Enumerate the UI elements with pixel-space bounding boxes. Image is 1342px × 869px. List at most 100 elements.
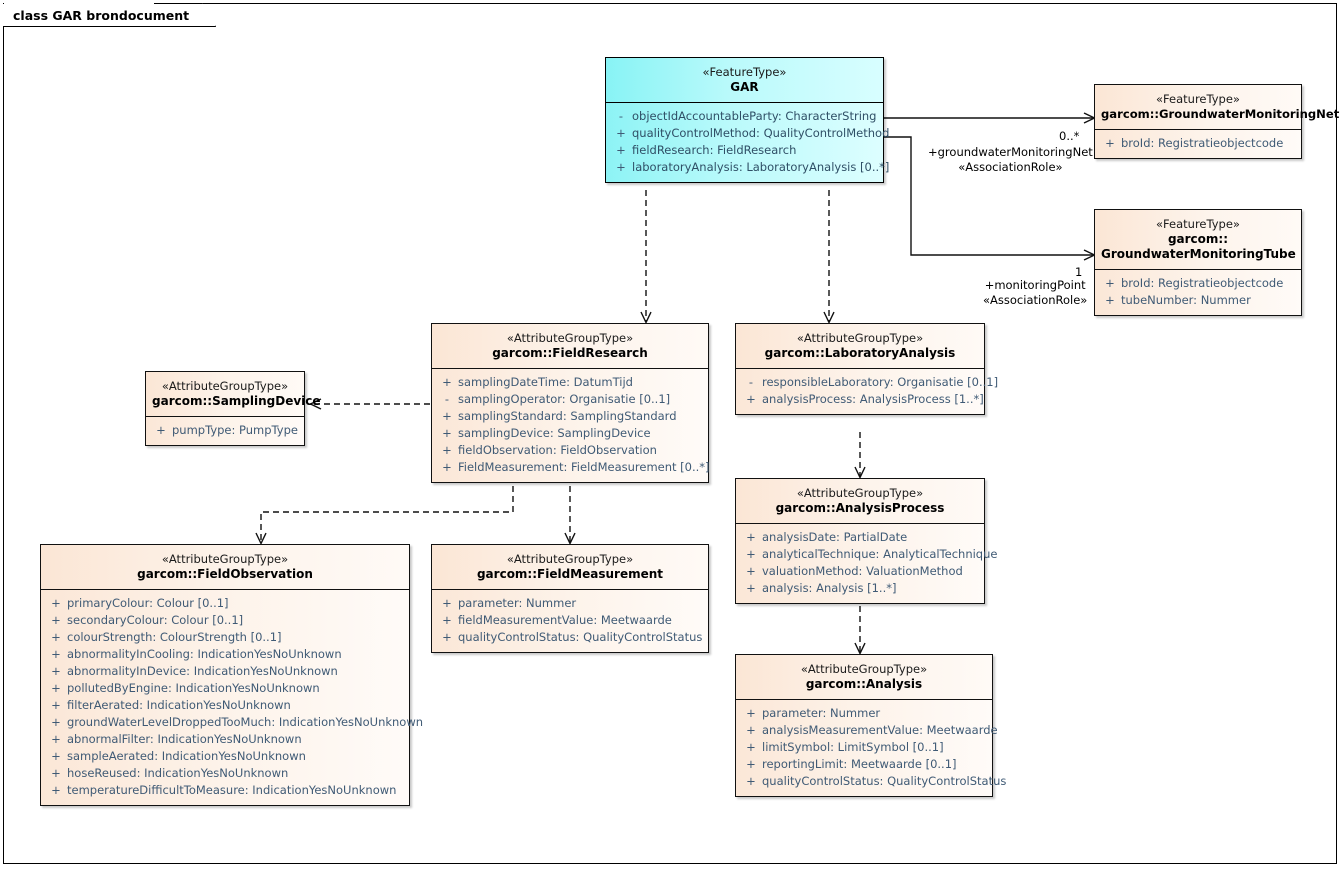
role-name-groundwatermonitoringnet: +groundwaterMonitoringNet xyxy=(928,145,1093,159)
visibility-marker: + xyxy=(746,740,756,755)
visibility-marker: + xyxy=(51,766,61,781)
class-groundwatermonitoringnet[interactable]: «FeatureType» garcom::GroundwaterMonitor… xyxy=(1094,84,1339,159)
visibility-marker: + xyxy=(442,596,452,611)
attribute-row: + fieldObservation: FieldObservation xyxy=(436,442,704,459)
attribute-row: + analysisDate: PartialDate xyxy=(740,529,980,546)
attribute-text: groundWaterLevelDroppedTooMuch: Indicati… xyxy=(67,715,424,730)
visibility-marker: + xyxy=(442,426,452,441)
diagram-frame-tab-cover xyxy=(4,3,154,5)
class-samplingdevice-stereotype: «AttributeGroupType» xyxy=(161,379,289,393)
attribute-text: pollutedByEngine: IndicationYesNoUnknown xyxy=(67,681,320,696)
attribute-row: + samplingDevice: SamplingDevice xyxy=(436,425,704,442)
visibility-marker: + xyxy=(51,749,61,764)
attribute-row: + analyticalTechnique: AnalyticalTechniq… xyxy=(740,546,997,563)
visibility-marker: + xyxy=(442,613,452,628)
attribute-text: fieldMeasurementValue: Meetwaarde xyxy=(458,613,672,628)
visibility-marker: + xyxy=(746,564,756,579)
visibility-marker: + xyxy=(746,530,756,545)
visibility-marker: + xyxy=(51,596,61,611)
role-label-monitoringpoint: +monitoringPoint «AssociationRole» xyxy=(983,278,1087,308)
attribute-text: analysisMeasurementValue: Meetwaarde xyxy=(762,723,998,738)
attribute-row: + FieldMeasurement: FieldMeasurement [0.… xyxy=(436,459,709,476)
attribute-row: - responsibleLaboratory: Organisatie [0.… xyxy=(740,374,998,391)
class-fieldmeasurement-name: garcom::FieldMeasurement xyxy=(476,566,664,581)
visibility-marker: + xyxy=(746,706,756,721)
multiplicity-groundwatermonitoringnet: 0..* xyxy=(1059,129,1080,143)
class-fieldobservation[interactable]: «AttributeGroupType» garcom::FieldObserv… xyxy=(40,544,423,807)
class-analysisprocess-stereotype: «AttributeGroupType» xyxy=(796,486,924,500)
visibility-marker: + xyxy=(442,630,452,645)
attribute-row: + abnormalityInCooling: IndicationYesNoU… xyxy=(45,646,405,663)
attribute-text: valuationMethod: ValuationMethod xyxy=(762,564,963,579)
class-samplingdevice-name: garcom::SamplingDevice xyxy=(152,393,321,408)
class-laboratoryanalysis-stereotype: «AttributeGroupType» xyxy=(796,331,924,345)
attribute-text: qualityControlStatus: QualityControlStat… xyxy=(458,630,703,645)
attribute-text: broId: Registratieobjectcode xyxy=(1121,276,1284,291)
visibility-marker: - xyxy=(618,109,624,124)
visibility-marker: + xyxy=(51,715,61,730)
class-groundwatermonitoringtube-stereotype: «FeatureType» xyxy=(1156,217,1240,231)
attribute-text: parameter: Nummer xyxy=(762,706,881,721)
attribute-text: qualityControlMethod: QualityControlMeth… xyxy=(632,126,890,141)
attribute-text: limitSymbol: LimitSymbol [0..1] xyxy=(762,740,944,755)
class-groundwatermonitoringtube[interactable]: «FeatureType» garcom:: GroundwaterMonito… xyxy=(1094,209,1302,317)
attribute-row: + parameter: Nummer xyxy=(436,595,704,612)
class-samplingdevice-header: «AttributeGroupType» garcom::SamplingDev… xyxy=(146,372,321,418)
attribute-text: samplingOperator: Organisatie [0..1] xyxy=(458,392,671,407)
attribute-text: abnormalityInCooling: IndicationYesNoUnk… xyxy=(67,647,342,662)
visibility-marker: + xyxy=(442,443,452,458)
visibility-marker: + xyxy=(51,664,61,679)
attribute-text: fieldResearch: FieldResearch xyxy=(632,143,797,158)
attribute-text: analysisDate: PartialDate xyxy=(762,530,908,545)
attribute-text: responsibleLaboratory: Organisatie [0..1… xyxy=(762,375,999,390)
class-groundwatermonitoringtube-name-line1: garcom:: xyxy=(1167,231,1229,246)
class-analysis-header: «AttributeGroupType» garcom::Analysis xyxy=(736,655,992,701)
attribute-text: filterAerated: IndicationYesNoUnknown xyxy=(67,698,291,713)
class-fieldresearch[interactable]: «AttributeGroupType» garcom::FieldResear… xyxy=(431,323,710,484)
visibility-marker: + xyxy=(51,698,61,713)
attribute-row: + samplingDateTime: DatumTijd xyxy=(436,374,704,391)
class-gar-attributes: - objectIdAccountableParty: CharacterStr… xyxy=(606,103,889,183)
class-fieldmeasurement-stereotype: «AttributeGroupType» xyxy=(506,552,634,566)
attribute-row: + fieldMeasurementValue: Meetwaarde xyxy=(436,612,704,629)
attribute-text: hoseReused: IndicationYesNoUnknown xyxy=(67,766,289,781)
attribute-row: + tubeNumber: Nummer xyxy=(1099,292,1297,309)
attribute-row: + qualityControlStatus: QualityControlSt… xyxy=(436,629,704,646)
class-gar-header: «FeatureType» GAR xyxy=(606,58,883,104)
visibility-marker: + xyxy=(746,723,756,738)
attribute-row: + limitSymbol: LimitSymbol [0..1] xyxy=(740,739,988,756)
attribute-text: analysis: Analysis [1..*] xyxy=(762,581,897,596)
attribute-text: colourStrength: ColourStrength [0..1] xyxy=(67,630,282,645)
class-fieldmeasurement-header: «AttributeGroupType» garcom::FieldMeasur… xyxy=(432,545,708,591)
visibility-marker: + xyxy=(51,647,61,662)
class-analysisprocess[interactable]: «AttributeGroupType» garcom::AnalysisPro… xyxy=(735,478,997,605)
visibility-marker: + xyxy=(156,423,166,438)
visibility-marker: + xyxy=(746,774,756,789)
role-name-monitoringpoint: +monitoringPoint xyxy=(984,278,1086,292)
attribute-text: parameter: Nummer xyxy=(458,596,577,611)
class-analysisprocess-header: «AttributeGroupType» garcom::AnalysisPro… xyxy=(736,479,984,525)
class-samplingdevice-attributes: + pumpType: PumpType xyxy=(146,417,304,446)
attribute-row: + fieldResearch: FieldResearch xyxy=(610,142,879,159)
attribute-row: + abnormalFilter: IndicationYesNoUnknown xyxy=(45,731,405,748)
attribute-text: temperatureDifficultToMeasure: Indicatio… xyxy=(67,783,397,798)
attribute-row: + primaryColour: Colour [0..1] xyxy=(45,595,405,612)
attribute-row: + qualityControlMethod: QualityControlMe… xyxy=(610,125,889,142)
class-fieldresearch-header: «AttributeGroupType» garcom::FieldResear… xyxy=(432,324,708,370)
class-samplingdevice[interactable]: «AttributeGroupType» garcom::SamplingDev… xyxy=(145,371,321,447)
attribute-text: FieldMeasurement: FieldMeasurement [0..*… xyxy=(458,460,710,475)
class-fieldresearch-name: garcom::FieldResearch xyxy=(492,345,648,360)
class-laboratoryanalysis[interactable]: «AttributeGroupType» garcom::LaboratoryA… xyxy=(735,323,998,416)
attribute-row: + qualityControlStatus: QualityControlSt… xyxy=(740,773,1006,790)
attribute-row: + analysisProcess: AnalysisProcess [1..*… xyxy=(740,391,984,408)
visibility-marker: + xyxy=(616,126,626,141)
class-analysis[interactable]: «AttributeGroupType» garcom::Analysis + … xyxy=(735,654,1006,798)
class-fieldmeasurement[interactable]: «AttributeGroupType» garcom::FieldMeasur… xyxy=(431,544,709,654)
class-laboratoryanalysis-header: «AttributeGroupType» garcom::LaboratoryA… xyxy=(736,324,984,370)
visibility-marker: + xyxy=(1105,293,1115,308)
attribute-row: + abnormalityInDevice: IndicationYesNoUn… xyxy=(45,663,405,680)
class-gar[interactable]: «FeatureType» GAR - objectIdAccountableP… xyxy=(605,57,889,184)
visibility-marker: + xyxy=(746,757,756,772)
class-groundwatermonitoringtube-header: «FeatureType» garcom:: GroundwaterMonito… xyxy=(1095,210,1301,271)
